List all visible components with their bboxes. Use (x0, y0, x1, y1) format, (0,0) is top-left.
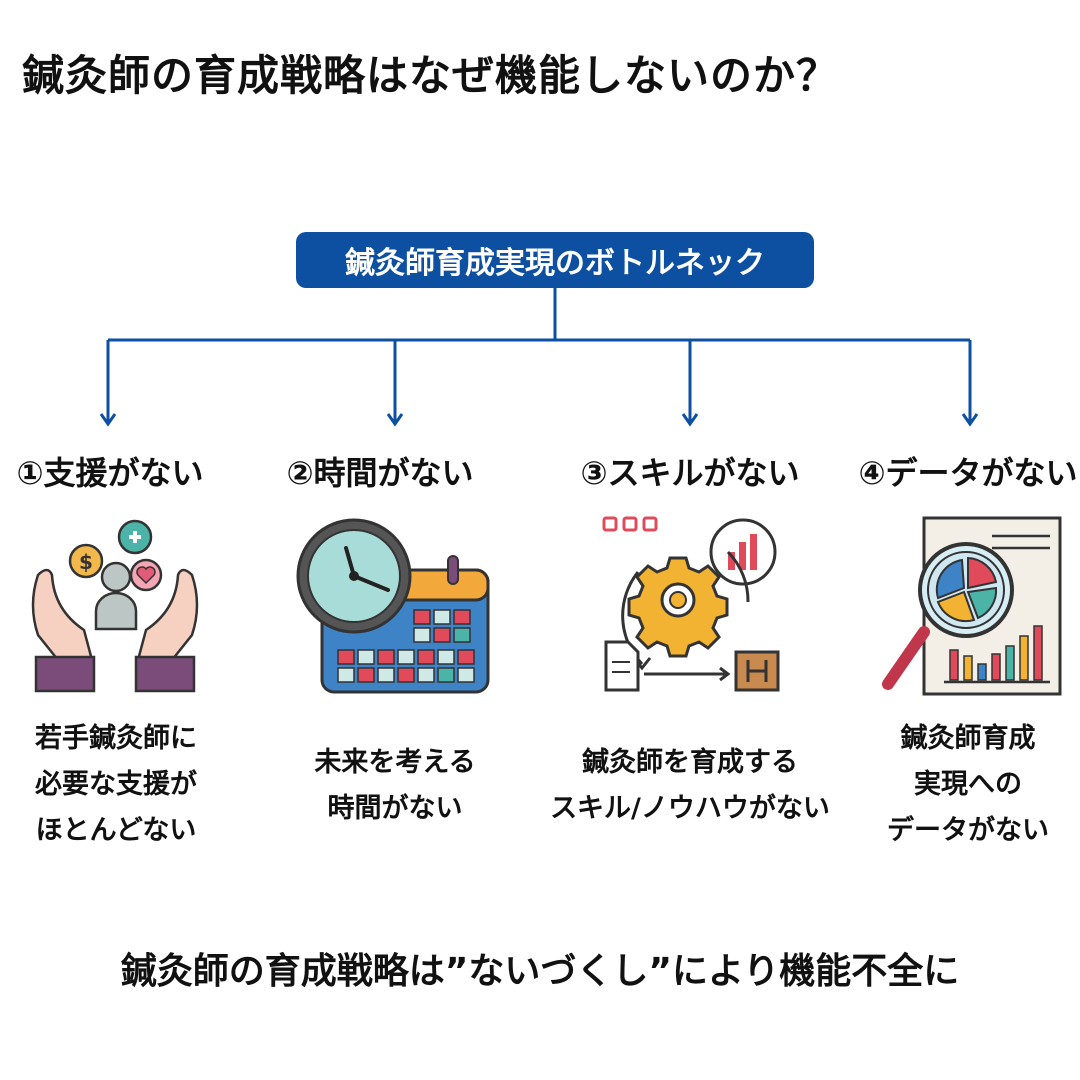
item-4-desc-line: データがない (887, 815, 1049, 846)
item-4-description: 鍼灸師育成 実現への データがない (887, 716, 1049, 854)
item-3-desc-line: 鍼灸師を育成する (582, 747, 798, 778)
item-4-desc-line: 鍼灸師育成 (900, 723, 1036, 754)
arrowhead-3 (681, 413, 699, 427)
gear-process-icon (602, 516, 780, 692)
item-3-desc-line: スキル/ノウハウがない (550, 793, 830, 824)
item-2-desc-line: 未来を考える (314, 747, 476, 778)
item-2-description: 未来を考える 時間がない (314, 740, 475, 832)
arrowhead-4 (961, 413, 979, 427)
item-3-description: 鍼灸師を育成する スキル/ノウハウがない (550, 740, 830, 832)
item-4-heading: ④データがない (858, 454, 1078, 492)
hands-support-icon: $ (31, 519, 199, 693)
item-1-description: 若手鍼灸師に 必要な支援が ほとんどない (35, 716, 197, 854)
item-1-desc-line: 若手鍼灸師に (35, 723, 197, 754)
item-1-heading: ①支援がない (16, 454, 204, 492)
item-2-desc-line: 時間がない (327, 793, 463, 824)
data-analysis-icon (882, 516, 1062, 696)
item-4-desc-line: 実現への (914, 769, 1022, 800)
root-node: 鍼灸師育成実現のボトルネック (296, 232, 814, 288)
svg-text:$: $ (79, 550, 93, 574)
item-1-desc-line: ほとんどない (35, 815, 197, 846)
item-2-heading: ②時間がない (286, 454, 474, 492)
arrowhead-1 (99, 413, 117, 427)
conclusion-text: 鍼灸師の育成戦略は”ないづくし”により機能不全に (120, 951, 960, 992)
clock-calendar-icon (296, 518, 490, 694)
item-3-heading: ③スキルがない (580, 454, 800, 492)
page-title: 鍼灸師の育成戦略はなぜ機能しないのか？ (22, 51, 840, 100)
item-1-desc-line: 必要な支援が (35, 769, 197, 800)
arrowhead-2 (386, 413, 404, 427)
